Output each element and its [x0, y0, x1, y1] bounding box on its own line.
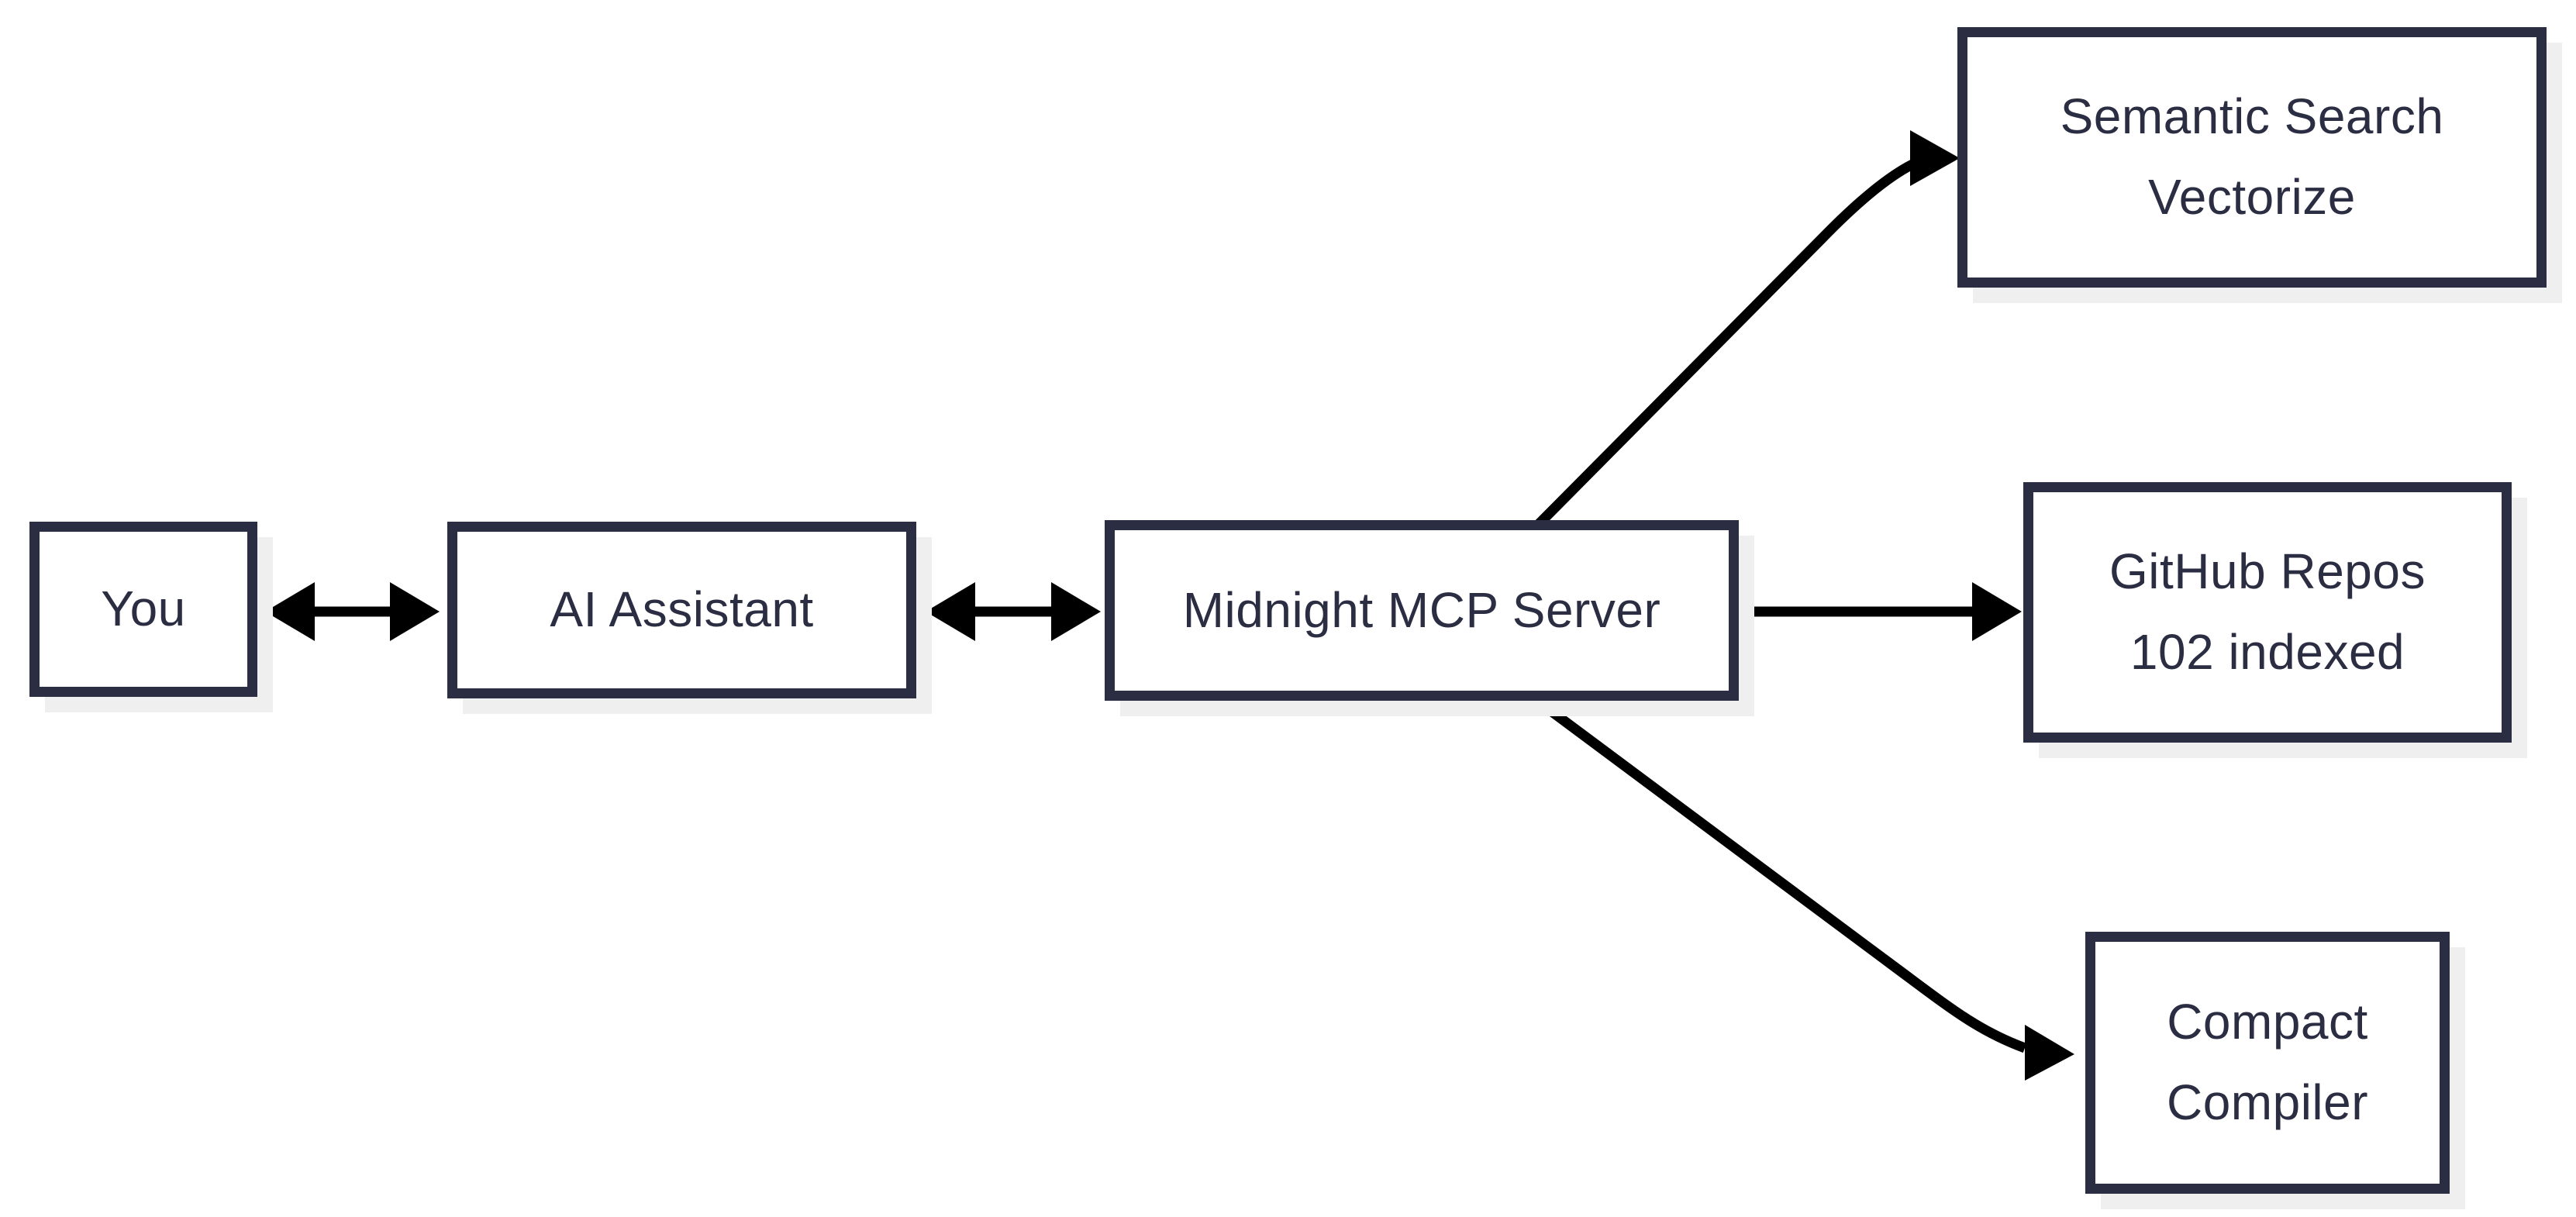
- node-you: You: [29, 522, 257, 697]
- node-label: AI Assistant: [550, 581, 814, 638]
- double-arrow-ai-mcp: [926, 582, 1101, 641]
- arrowhead-left-icon: [265, 582, 315, 641]
- arrow-mcp-github: [1739, 582, 2022, 641]
- arrowhead-right-icon: [390, 582, 440, 641]
- node-compact-compiler: Compact Compiler: [2085, 932, 2450, 1194]
- node-midnight-mcp-server: Midnight MCP Server: [1105, 520, 1739, 701]
- arrowhead-left-icon: [926, 582, 975, 641]
- arrowhead-right-icon: [2025, 1025, 2074, 1081]
- node-label-line-2: Vectorize: [2148, 169, 2356, 225]
- arrow-mcp-semantic: [1535, 130, 1960, 528]
- node-label-line-1: Compact: [2167, 994, 2368, 1050]
- node-label-line-1: GitHub Repos: [2109, 543, 2426, 600]
- arrow-mcp-compact: [1534, 696, 2074, 1081]
- node-label: Midnight MCP Server: [1182, 581, 1661, 638]
- node-github-repos: GitHub Repos 102 indexed: [2023, 482, 2512, 743]
- arrowhead-right-icon: [1910, 130, 1960, 186]
- node-label-line-2: 102 indexed: [2129, 624, 2405, 680]
- arrowhead-right-icon: [1972, 582, 2022, 641]
- double-arrow-you-ai: [265, 582, 440, 641]
- node-semantic-search-vectorize: Semantic Search Vectorize: [1957, 27, 2547, 288]
- node-label-line-1: Semantic Search: [2060, 88, 2444, 145]
- node-ai-assistant: AI Assistant: [447, 522, 916, 698]
- node-label-line-2: Compiler: [2166, 1074, 2369, 1130]
- arrowhead-right-icon: [1051, 582, 1101, 641]
- node-label: You: [101, 581, 186, 637]
